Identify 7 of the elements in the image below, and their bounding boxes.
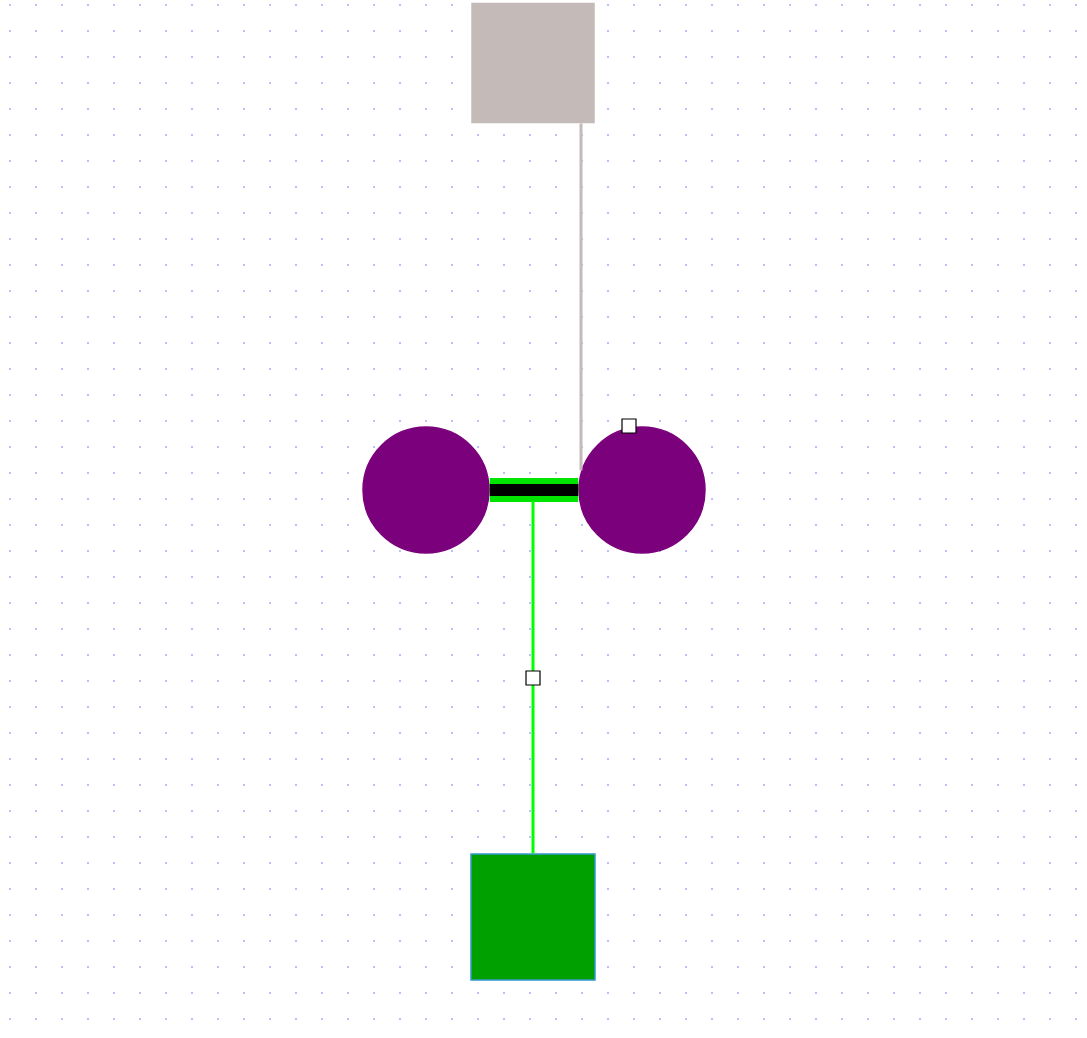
box xyxy=(471,2,595,124)
connector-line xyxy=(579,123,583,471)
box xyxy=(470,853,596,981)
circle xyxy=(578,426,706,554)
connector-line xyxy=(489,478,579,502)
circle xyxy=(362,426,490,554)
connector-line xyxy=(531,502,535,854)
